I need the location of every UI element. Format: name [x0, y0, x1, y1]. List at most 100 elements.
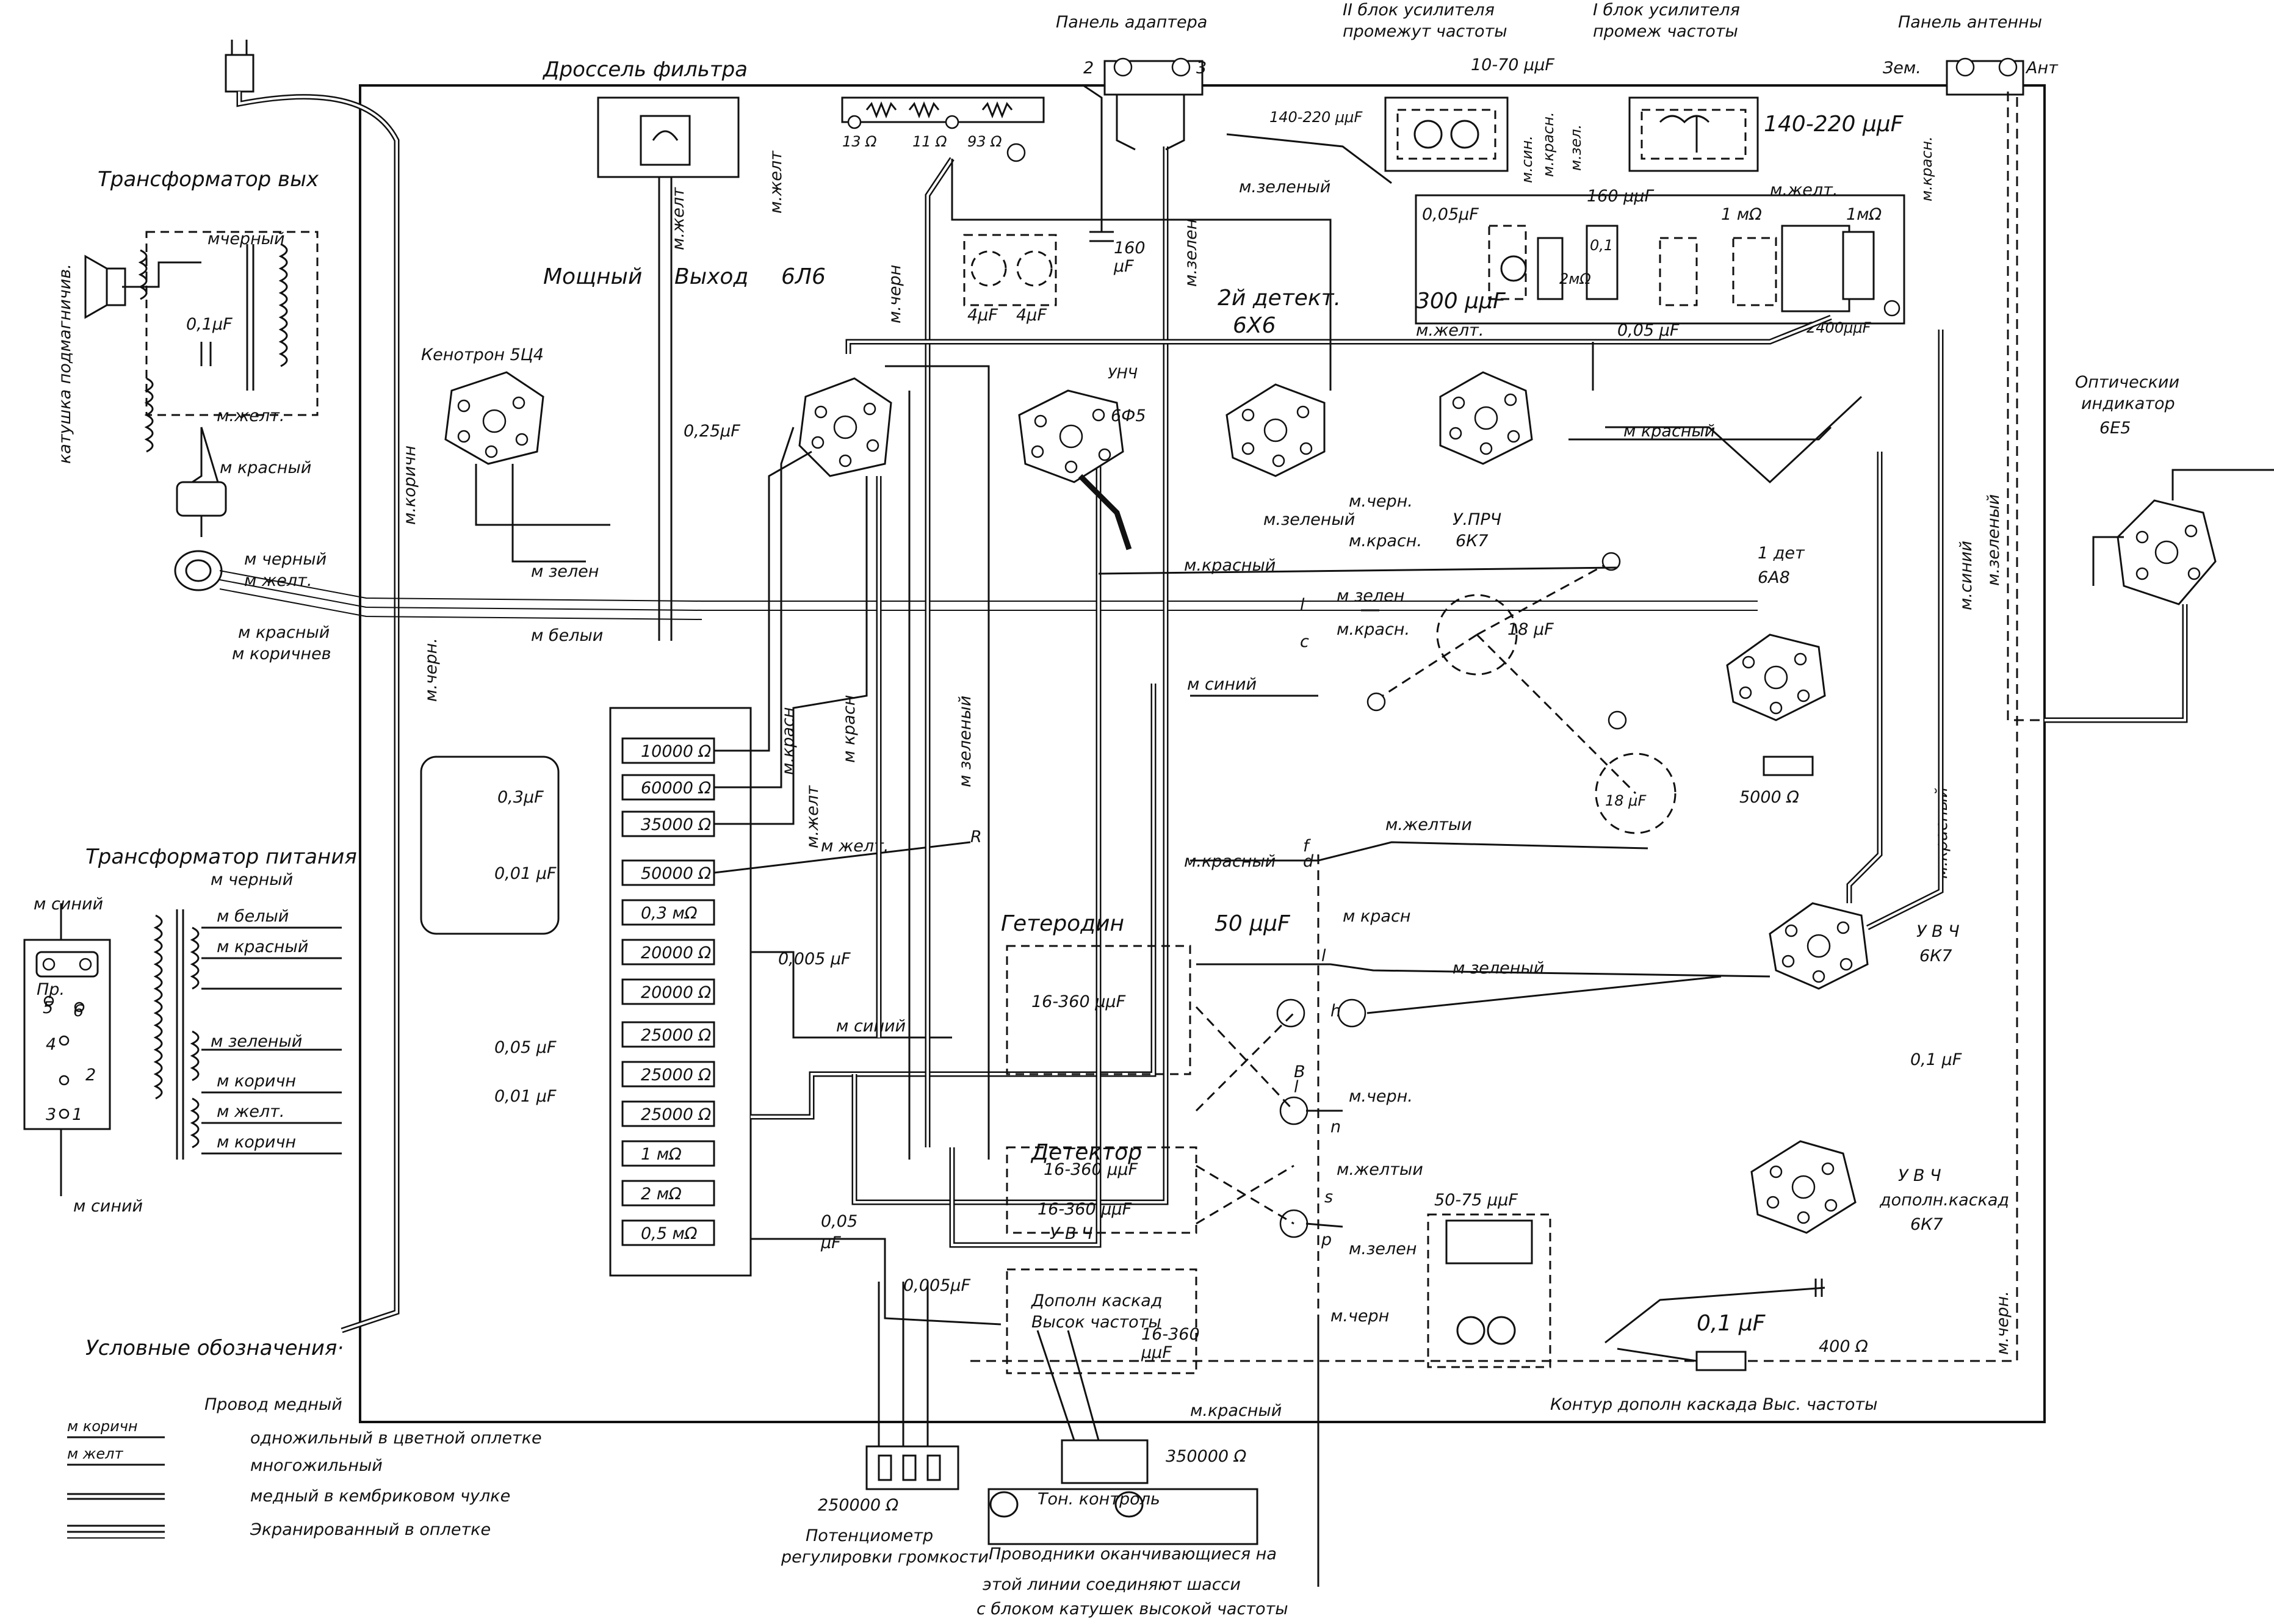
tube-6l6-socket [798, 377, 892, 477]
wire-label-green-6x6: м.зеленый [1263, 510, 1355, 529]
output-transformer-title: Трансформатор вых [98, 167, 319, 192]
pt-wire-4: м коричн [217, 1072, 296, 1091]
contact-l: l [1300, 596, 1305, 615]
res-board-3: 50000 Ω [641, 864, 711, 883]
wire-label-yellow-ot: м.желт. [217, 406, 284, 425]
cap-0-05-board: 0,05 μF [494, 1038, 557, 1057]
tube-6f5-label: 6Ф5 [1111, 406, 1146, 425]
tube-6x6-socket [1225, 383, 1326, 477]
uvch-extra-title-2: дополн.каскад [1879, 1191, 2009, 1210]
uvch-tube-title: У В Ч [1916, 922, 1960, 941]
res-board-7: 25000 Ω [641, 1026, 711, 1045]
cap-4uf-a: 4μF [967, 306, 998, 325]
filter-caps-4uf [963, 234, 1057, 306]
contact-n: n [1330, 1117, 1341, 1136]
wire-label-red-if-2: м.красн. [1918, 136, 1935, 201]
wire-label-red-het: м красн [1343, 907, 1410, 926]
if-amp-1-title-b: промеж частоты [1593, 22, 1738, 41]
cap-16-360-b: 16-360 μμF [1044, 1160, 1138, 1179]
if-amp-2-title: II блок усилителя [1343, 1, 1495, 20]
wire-label-black-mid: м.черн [886, 265, 904, 323]
wire-label-red-ot: м красный [220, 458, 311, 477]
wire-label-brown-keno: м.коричн [400, 446, 419, 525]
tone-value: 350000 Ω [1166, 1447, 1247, 1466]
pt-wire-5: м желт. [217, 1102, 284, 1121]
res-13: 13 Ω [842, 133, 877, 150]
legend-text-1: многожильный [250, 1456, 383, 1475]
uvch-extra-title: У В Ч [1898, 1166, 1941, 1185]
uvch-label: У В Ч [1050, 1224, 1093, 1243]
pt-t2: 2 [85, 1066, 96, 1084]
wire-label-black-6x6: м.черн. [1349, 492, 1413, 511]
adapter-panel-title: Панель адаптера [1056, 13, 1207, 32]
tube-upch-socket [1439, 371, 1533, 465]
heterodyne-label: Гетеродин [1001, 911, 1124, 936]
legend-title: Условные обозначения· [85, 1336, 344, 1360]
cap-0-3: 0,3μF [497, 788, 544, 807]
power-output-label-2: Выход [674, 264, 748, 289]
wire-label-green-mid: м.зелен [1182, 219, 1200, 287]
cap-50-75: 50-75 μμF [1434, 1191, 1518, 1210]
res-2m-fd: 2мΩ [1559, 270, 1591, 287]
extra-stage-dash-border [970, 92, 2018, 1362]
if-amp-1-title: I блок усилителя [1593, 1, 1740, 20]
cap-300-fd: 300 μμF [1416, 289, 1506, 314]
legend [67, 1436, 165, 1539]
extra-stage-circuit-label: Контур дополн каскада Выс. частоты [1550, 1395, 1877, 1414]
wire-label-yellow-spk: м желт. [244, 571, 312, 590]
chassis-note-2: этой линии соединяют шасси [983, 1575, 1241, 1594]
pt-pr: Пр. [37, 980, 65, 999]
speaker-cable [219, 570, 1758, 602]
pt-wire-1: м белый [217, 907, 289, 926]
first-detector-board [1415, 194, 1905, 325]
wire-label-red-c: м.красн. [1337, 620, 1410, 639]
pt-wire-2: м красный [217, 937, 308, 956]
detector-label: Детектор [1030, 1140, 1142, 1165]
cap-16-360-c: 16-360 μμF [1038, 1200, 1132, 1219]
cap-160: 160 [1114, 239, 1146, 258]
pt-t5: 5 [43, 998, 53, 1017]
wire-red-mid [1098, 566, 1618, 575]
adapter-terminal-2: 2 [1083, 59, 1094, 78]
output-transformer [84, 231, 319, 591]
adapter-terminal-3: 3 [1196, 59, 1207, 78]
res-board-10: 1 мΩ [641, 1145, 682, 1164]
res-5000: 5000 Ω [1739, 788, 1799, 807]
upch-label: У.ПРЧ [1453, 510, 1501, 529]
cap-0-005-lower: 0,005μF [903, 1276, 970, 1295]
pt-wire-top: м синий [34, 895, 103, 914]
wire-label-green-det: м.зелен [1349, 1240, 1417, 1258]
legend-text-3: Экранированный в оплетке [250, 1520, 491, 1539]
pt-wire-6: м коричн [217, 1133, 296, 1152]
legend-code-1: м желт [67, 1445, 123, 1462]
upch-tube-label: 6К7 [1456, 532, 1489, 550]
pt-wire-bottom: м синий [73, 1197, 143, 1216]
optical-indicator [2045, 469, 2274, 723]
cap-140-220-a: 140-220 μμF [1269, 109, 1363, 126]
wire-label-green-board: м зеленый [956, 696, 975, 787]
cap-140-220-b: 140-220 μμF [1764, 112, 1904, 137]
wire-label-black-ot: мчерный [208, 229, 285, 248]
contact-l3: l [1294, 1078, 1299, 1097]
cap-0-1-uvch: 0,1 μF [1910, 1050, 1962, 1069]
cap-50: 50 μμF [1215, 911, 1291, 936]
legend-text-0: одножильный в цветной оплетке [250, 1429, 542, 1448]
optical-indicator-title: Оптическии [2075, 373, 2179, 392]
wire-label-black-spk: м черный [244, 550, 327, 569]
pt-wire-0: м черный [211, 870, 293, 889]
cap-0-01: 0,01 μF [494, 864, 557, 883]
gang-cap-upper [1436, 594, 1518, 676]
cap-18-upper: 18 μF [1507, 620, 1554, 639]
ant-zem: Зем. [1883, 59, 1921, 78]
extra-stage-coil [1427, 1213, 1551, 1368]
volume-pot-label: Потенциометр [806, 1526, 933, 1545]
wire-label-red-if: м.красн. [1540, 112, 1557, 177]
antenna-panel-title: Панель антенны [1898, 13, 2042, 32]
tube-6l6-label: 6Л6 [781, 264, 826, 289]
cap-0-05-fd: 0,05μF [1422, 205, 1479, 224]
first-detector-tube-label: 6А8 [1758, 568, 1790, 587]
wire-label-red-fd: м красный [1623, 422, 1715, 441]
tube-uvch-extra-socket [1604, 1140, 1857, 1371]
contact-r: R [970, 828, 982, 846]
optical-indicator-tube: 6Е5 [2099, 419, 2131, 438]
